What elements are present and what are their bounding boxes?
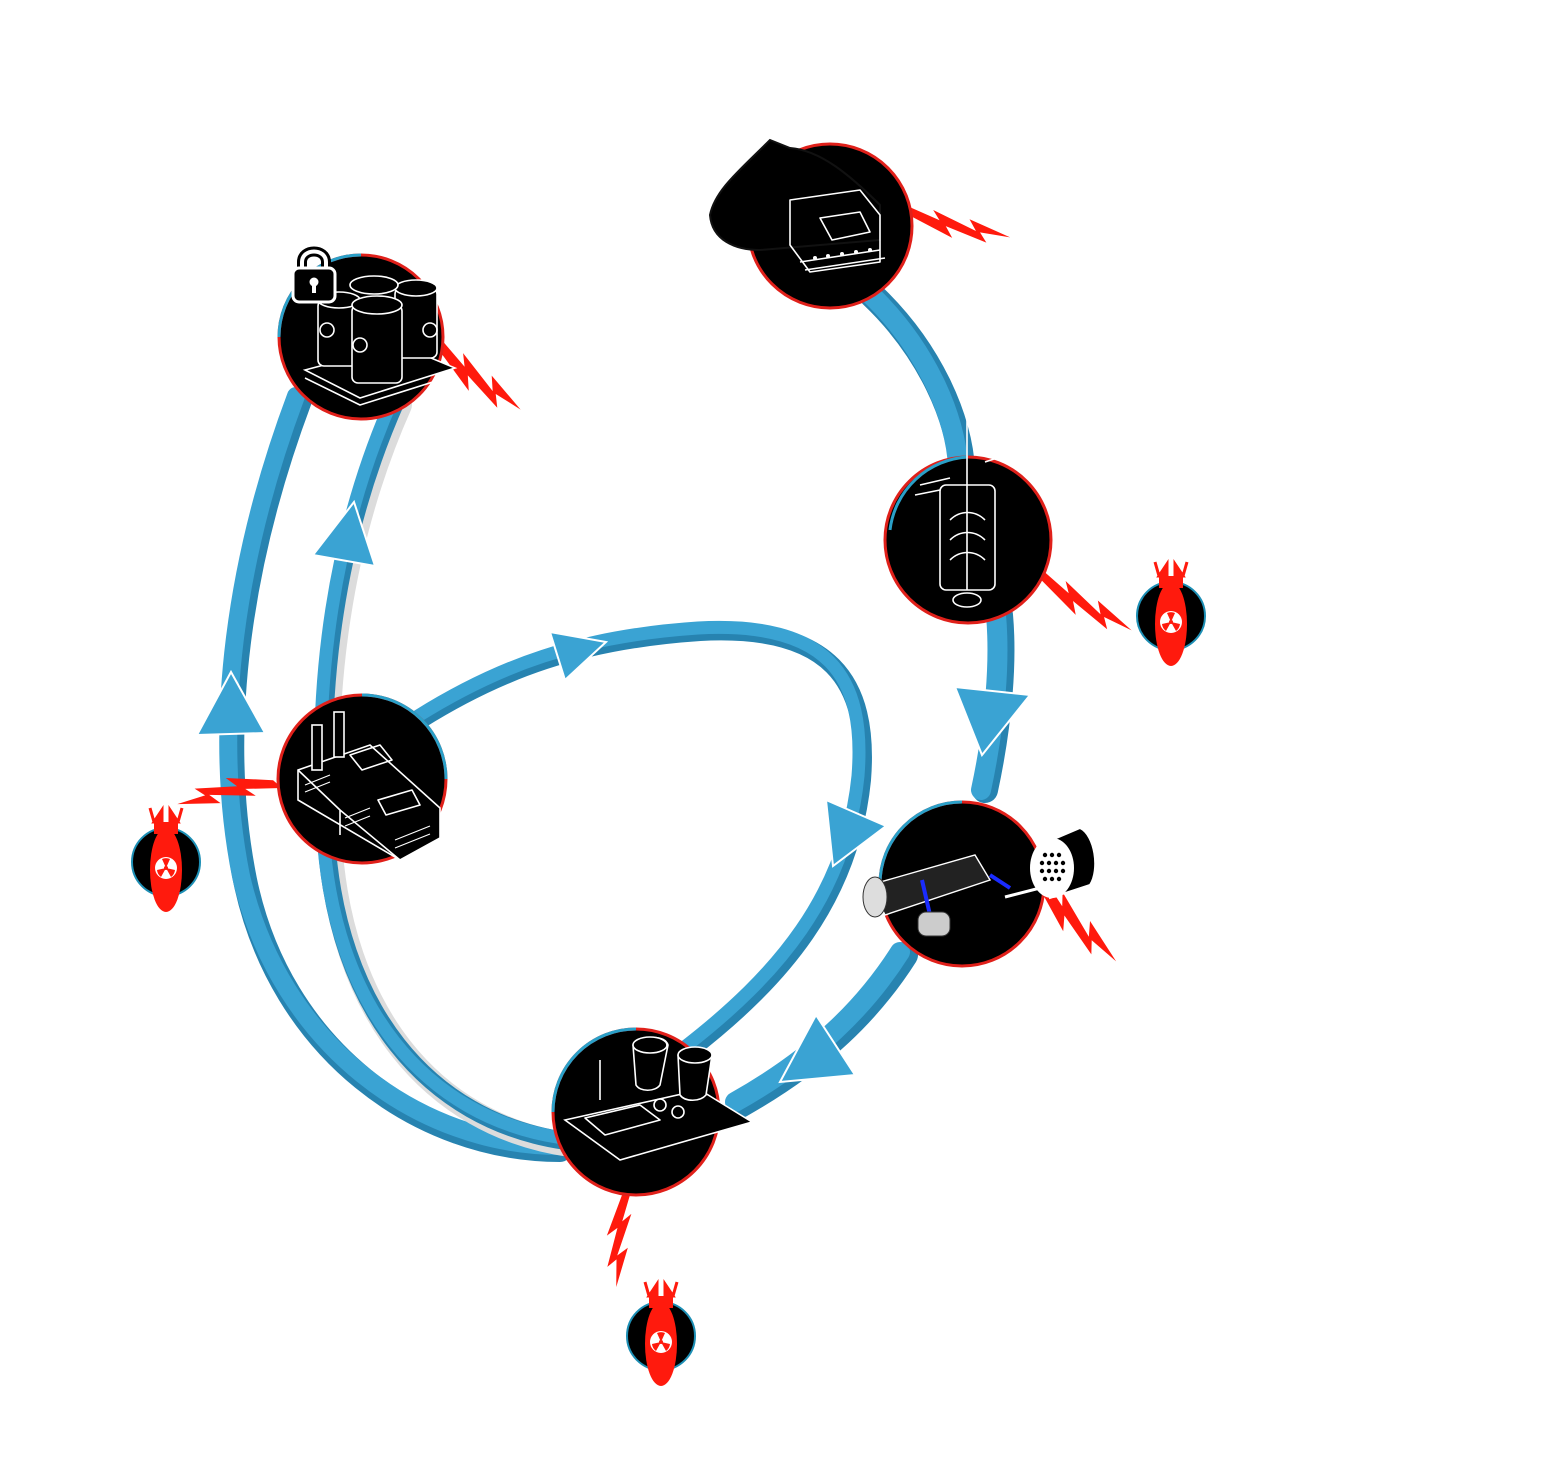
flow-reactor-to-waste-storage-outer	[195, 387, 572, 1162]
node-reprocessing	[276, 693, 448, 865]
enrichment-centrifuge-icon	[914, 420, 1016, 608]
arrow-head-down	[824, 798, 888, 868]
nuclear-power-plant-icon	[563, 1036, 754, 1161]
flow-enrichment-to-fuel-fabrication	[953, 602, 1032, 803]
arrow-head-up	[195, 669, 267, 737]
radiation-bolt-icon	[1029, 568, 1141, 636]
fuel-rod-assembly-icon	[862, 826, 1097, 937]
radiation-bolt-icon	[905, 201, 1011, 246]
uranium-mine-icon	[708, 138, 886, 273]
arrow-head-right	[548, 630, 609, 682]
nuclear-bomb-icon	[130, 806, 202, 914]
node-mine	[708, 138, 914, 310]
node-reactor	[551, 1027, 754, 1197]
flow-fuel-fabrication-to-reactor	[725, 942, 918, 1118]
flow-mine-to-enrichment	[858, 282, 975, 483]
node-enrichment	[883, 420, 1053, 625]
arrow-head-down-left	[778, 1013, 857, 1084]
arrow-head-up	[311, 499, 377, 568]
node-fuel-fabrication	[862, 800, 1097, 968]
radiation-bolt-icon	[592, 1188, 652, 1288]
nuclear-bomb-icon	[1135, 560, 1207, 668]
flow-reprocessing-to-fuel-fabrication-loop	[411, 620, 888, 1059]
lock-icon	[291, 246, 337, 304]
reprocessing-plant-icon	[297, 711, 441, 861]
node-waste-storage	[277, 246, 458, 421]
arrow-head-down	[953, 685, 1032, 757]
nuclear-bomb-icon	[625, 1280, 697, 1388]
